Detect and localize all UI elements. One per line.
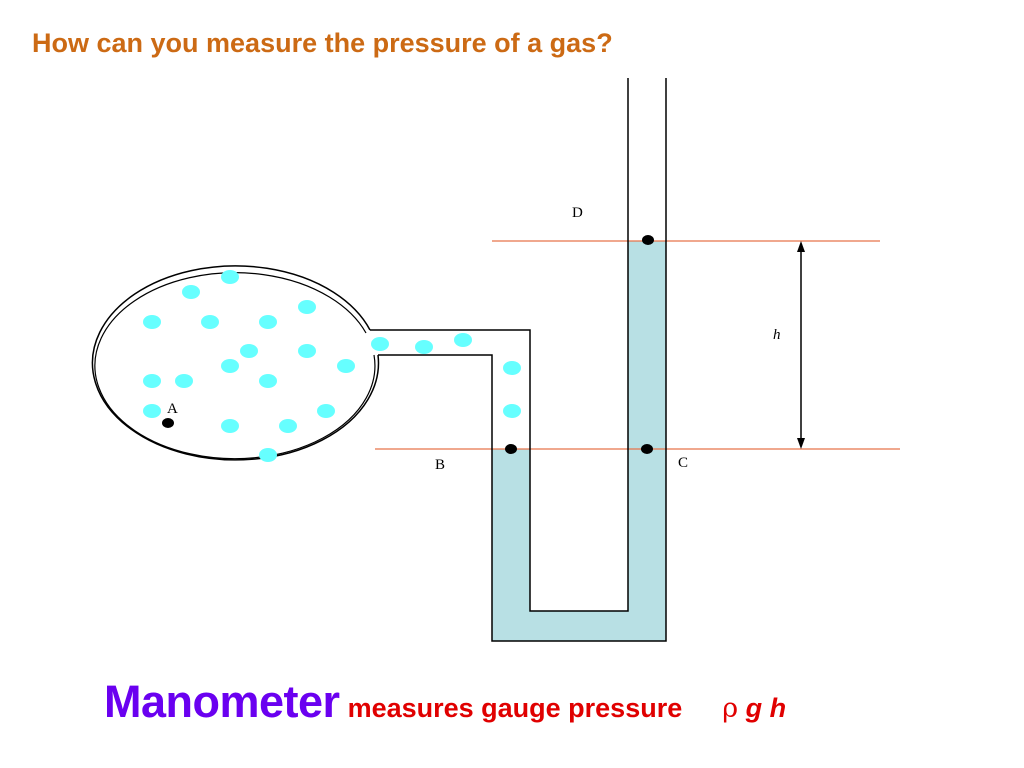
caption-subtitle: measures gauge pressure [347, 693, 683, 723]
gas-particle [371, 337, 389, 351]
point-b-dot [505, 444, 517, 454]
height-arrow-head-bottom [797, 438, 805, 449]
point-a-label: A [167, 401, 178, 417]
gas-particle [221, 359, 239, 373]
caption-title: Manometer [104, 676, 340, 727]
gas-particle [240, 344, 258, 358]
gas-bulb-inner [94, 272, 376, 460]
point-d-dot [642, 235, 654, 245]
height-arrow-head-top [797, 241, 805, 252]
point-d-label: D [572, 205, 583, 221]
connector-tube-outer-wall [370, 78, 629, 612]
gas-particle [298, 344, 316, 358]
formula-rho: ρ [722, 693, 739, 724]
caption-formula: ρ g h [722, 693, 787, 724]
gas-particle [182, 285, 200, 299]
gas-particle [259, 374, 277, 388]
gas-particle [259, 448, 277, 462]
gas-particle [143, 315, 161, 329]
gas-particle [143, 404, 161, 418]
point-c-label: C [678, 455, 688, 471]
gas-particle [221, 270, 239, 284]
formula-variables: g h [745, 693, 787, 723]
slide-title: How can you measure the pressure of a ga… [32, 28, 613, 58]
gas-particle [337, 359, 355, 373]
gas-particle [503, 404, 521, 418]
point-c-dot [641, 444, 653, 454]
gas-particle [143, 374, 161, 388]
gas-particle [317, 404, 335, 418]
gas-particle [221, 419, 239, 433]
gas-particle [201, 315, 219, 329]
gas-particle [298, 300, 316, 314]
gas-particle [259, 315, 277, 329]
gas-particle [175, 374, 193, 388]
manometer-liquid [492, 241, 666, 641]
point-a-dot [162, 418, 174, 428]
connector-tube-inner-wall [378, 78, 667, 642]
gas-particles [143, 270, 521, 462]
point-b-label: B [435, 457, 445, 473]
gas-particle [279, 419, 297, 433]
gas-particle [415, 340, 433, 354]
height-label: h [773, 327, 781, 343]
gas-bulb [91, 265, 380, 461]
gas-particle [503, 361, 521, 375]
gas-particle [454, 333, 472, 347]
